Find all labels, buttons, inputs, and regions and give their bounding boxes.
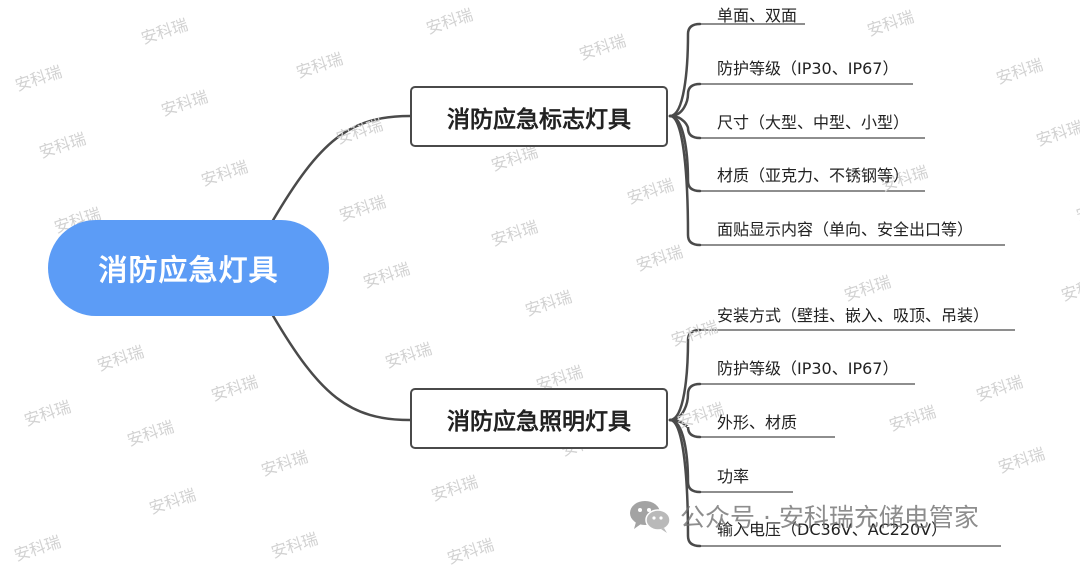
branch-to-leaf-connector xyxy=(668,418,702,439)
wechat-icon xyxy=(630,501,671,533)
branch-to-leaf-connector xyxy=(668,114,702,140)
footer-account: 公众号 · 安科瑞充储电管家 xyxy=(628,498,979,534)
root-to-branch-connector xyxy=(270,312,412,422)
branch-signage-lamps: 消防应急标志灯具 xyxy=(410,86,668,147)
branch-to-leaf-connector xyxy=(668,82,702,118)
leaf-size: 尺寸（大型、中型、小型） xyxy=(717,113,910,132)
root-node: 消防应急灯具 xyxy=(48,220,329,316)
root-label: 消防应急灯具 xyxy=(98,253,279,287)
branch-to-leaf-connector xyxy=(668,418,702,548)
branch-label: 消防应急照明灯具 xyxy=(447,408,631,435)
branch-to-leaf-connector xyxy=(668,418,702,494)
branch-to-leaf-connector xyxy=(668,114,702,193)
leaf-input-voltage: 输入电压（DC36V、AC220V） xyxy=(717,520,948,539)
branch-lighting-lamps: 消防应急照明灯具 xyxy=(410,388,668,449)
leaf-installation: 安装方式（壁挂、嵌入、吸顶、吊装） xyxy=(717,306,990,325)
branch-to-leaf-connector xyxy=(668,114,702,247)
branch-label: 消防应急标志灯具 xyxy=(447,106,631,133)
branch-to-leaf-connector xyxy=(668,22,702,118)
leaf-protection-grade: 防护等级（IP30、IP67） xyxy=(717,359,899,378)
leaf-protection-grade: 防护等级（IP30、IP67） xyxy=(717,59,899,78)
leaf-shape-material: 外形、材质 xyxy=(717,413,798,432)
branch-to-leaf-connector xyxy=(668,328,702,422)
footer-account-name: 安科瑞充储电管家 xyxy=(778,503,979,532)
leaf-panel-content: 面贴显示内容（单向、安全出口等） xyxy=(717,220,974,239)
leaf-sides: 单面、双面 xyxy=(717,6,798,25)
leaf-power: 功率 xyxy=(717,467,750,486)
root-to-branch-connector xyxy=(270,114,412,224)
leaf-material: 材质（亚克力、不锈钢等） xyxy=(717,166,910,185)
footer-prefix: 公众号 · xyxy=(680,503,771,532)
branch-to-leaf-connector xyxy=(668,382,702,422)
